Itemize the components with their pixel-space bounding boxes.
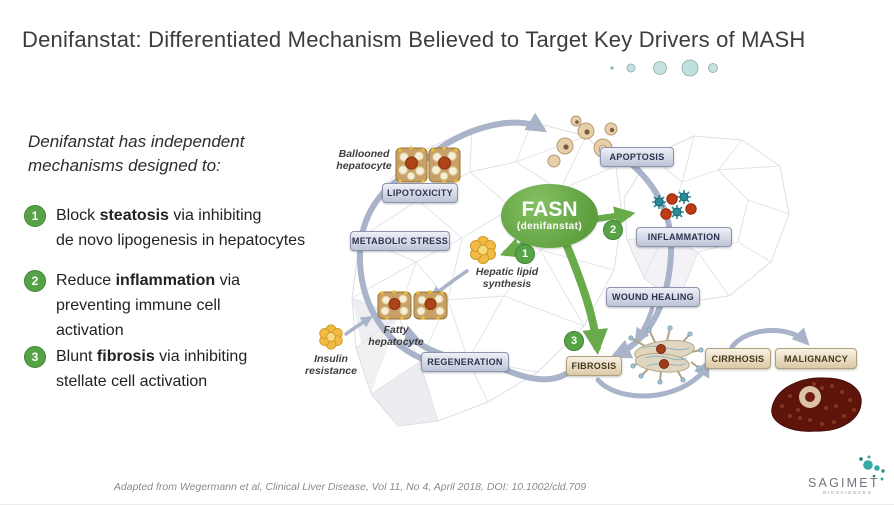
fatty-hepatocyte-cells <box>377 290 448 320</box>
box-fibrosis: FIBROSIS <box>566 356 622 376</box>
mechanism-text-2: Reduce inflammation via preventing immun… <box>56 268 346 343</box>
label-ballooned-hepatocyte: Ballooned hepatocyte <box>336 148 392 172</box>
pathway-arrows-gray <box>344 112 810 399</box>
mechanism-2-pre: Reduce <box>56 272 116 289</box>
mechanism-item-3: 3 Blunt fibrosis via inhibiting stellate… <box>24 344 346 394</box>
diagram-step-2-badge: 2 <box>603 220 623 240</box>
immune-cell-dots <box>652 190 697 220</box>
label-insulin-resistance: Insulin resistance <box>305 353 357 377</box>
stellate-cells <box>628 325 704 385</box>
box-inflammation: INFLAMMATION <box>636 227 732 247</box>
fasn-title: FASN <box>521 198 578 221</box>
title-divider <box>8 59 886 77</box>
logo-dots-icon <box>859 455 885 481</box>
step-2-badge: 2 <box>24 270 46 292</box>
arrow-fibrosis-to-cirrhosis <box>595 359 710 399</box>
box-regeneration: REGENERATION <box>421 352 509 372</box>
step-1-badge: 1 <box>24 205 46 227</box>
mechanism-1-pre: Block <box>56 207 100 224</box>
box-metabolic-stress: METABOLIC STRESS <box>350 231 450 251</box>
box-lipotoxicity: LIPOTOXICITY <box>382 183 458 203</box>
arrow-fasn-to-inflammation <box>592 206 636 227</box>
step-3-badge: 3 <box>24 346 46 368</box>
mechanism-text-1: Block steatosis via inhibiting de novo l… <box>56 203 346 253</box>
intro-statement: Denifanstat has independent mechanisms d… <box>28 132 245 175</box>
sagimet-logo: SAGIMET BIOSCIENCES <box>806 455 892 500</box>
diseased-liver <box>771 377 862 432</box>
insulin-resistance-cluster <box>319 324 343 350</box>
arrow-left-loop-to-apoptosis <box>356 112 548 367</box>
citation-footer: Adapted from Wegermann et al, Clinical L… <box>113 481 587 493</box>
arrow-cirrhosis-to-malignancy <box>729 327 810 350</box>
mechanism-item-1: 1 Block steatosis via inhibiting de novo… <box>24 203 346 253</box>
label-hepatic-lipid-synthesis: Hepatic lipid synthesis <box>475 266 539 290</box>
diagram-step-1-badge: 1 <box>515 244 535 264</box>
logo-wordmark: SAGIMET <box>808 476 880 490</box>
arrow-insulin-to-fatty-hepatocyte <box>344 316 373 336</box>
box-malignancy: MALIGNANCY <box>775 348 857 369</box>
mechanism-2-keyword: inflammation <box>115 272 216 289</box>
logo-sub-wordmark: BIOSCIENCES <box>823 491 873 496</box>
page-title: Denifanstat: Differentiated Mechanism Be… <box>22 27 806 52</box>
mechanism-text-3: Blunt fibrosis via inhibiting stellate c… <box>56 344 346 394</box>
fasn-oval: FASN (denifanstat) <box>501 184 598 248</box>
mechanism-1-post: via inhibiting de novo lipogenesis in he… <box>56 207 306 249</box>
box-apoptosis: APOPTOSIS <box>600 147 674 167</box>
arrow-woundhealing-to-stellate <box>634 306 655 344</box>
arrow-fasn-to-fibrosis <box>563 242 608 355</box>
label-fatty-hepatocyte: Fatty hepatocyte <box>368 324 424 348</box>
box-cirrhosis: CIRRHOSIS <box>705 348 771 369</box>
diagram-step-3-badge: 3 <box>564 331 584 351</box>
mechanism-3-pre: Blunt <box>56 348 97 365</box>
arrow-apoptosis-inflammation-woundhealing-fibrosis <box>609 147 675 359</box>
mechanism-item-2: 2 Reduce inflammation via preventing imm… <box>24 268 346 343</box>
ballooned-hepatocyte-cells <box>395 146 461 184</box>
mechanism-3-post: via inhibiting stellate cell activation <box>56 348 248 390</box>
mechanism-3-keyword: fibrosis <box>96 348 155 365</box>
lipid-droplet-cluster <box>470 236 496 264</box>
box-wound-healing: WOUND HEALING <box>606 287 700 307</box>
fasn-subtitle: (denifanstat) <box>516 221 583 232</box>
mechanism-1-keyword: steatosis <box>99 207 169 224</box>
mechanism-2-post: via preventing immune cell activation <box>56 272 241 339</box>
